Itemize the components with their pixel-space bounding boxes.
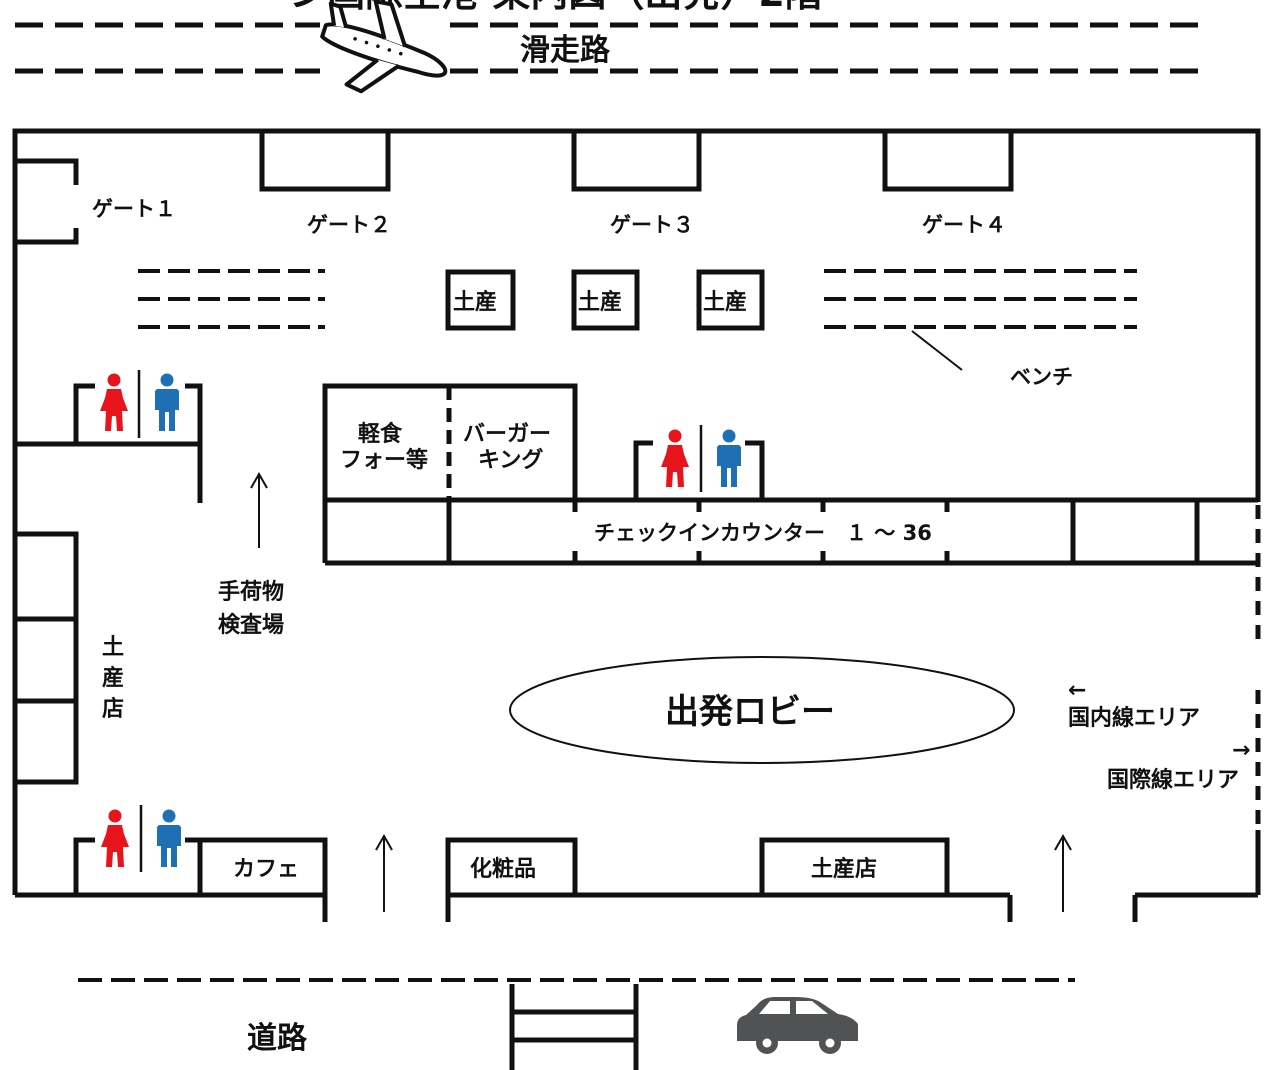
check-in-counters [322,497,1258,566]
female-restroom-icon [661,429,689,487]
check-in-counter-dividers [572,500,950,563]
restroom-middle [633,425,765,500]
male-restroom-icon [717,429,741,487]
crosswalk [509,984,639,1070]
souvenir-shop [759,837,950,895]
gate-1-label: ゲート１ [92,197,176,221]
gate-3-label: ゲート３ [610,213,694,237]
left-shop-char-3: 店 [102,697,124,722]
restroom-upper-left [15,370,203,503]
security-label-line2: 検査場 [218,613,284,638]
left-souvenir-shop [12,531,79,785]
airplane-icon [320,0,448,94]
runway-label: 滑走路 [520,33,611,68]
gate-4-label: ゲート４ [922,213,1006,237]
road-label: 道路 [247,1021,308,1056]
kiosk-2-label: 土産 [578,289,622,315]
building-walls [12,128,1261,922]
domestic-area-label: 国内線エリア [1068,705,1200,731]
left-shop-char-1: 土 [102,635,124,660]
departure-lobby-label: 出発ロビー [665,692,835,732]
burger-label-line2: キング [478,447,543,473]
snack-label-line1: 軽食 [358,421,403,447]
cafe-room [200,837,328,895]
restroom-lower-left [73,805,203,895]
female-restroom-icon [100,373,128,431]
security-label-line1: 手荷物 [218,579,284,605]
male-restroom-icon [155,373,179,431]
car-icon [737,997,858,1054]
male-restroom-icon [157,809,181,867]
gate-2-label: ゲート２ [307,213,391,237]
gate-boarding-bridges [15,131,1014,245]
security-arrow-head [250,471,268,489]
international-area-label: 国際線エリア [1107,767,1239,793]
map-title: ーーン国際空港 東内図（出発）2階 [215,0,823,15]
souvenir-kiosks [445,269,765,331]
snack-label-line2: フォー等 [340,447,428,473]
check-in-label: チェックインカウンター １ ～ 36 [594,521,932,545]
bench-label: ベンチ [1010,365,1073,389]
entrance-arrows [375,833,1072,912]
left-shop-char-2: 産 [102,665,124,691]
kiosk-1-label: 土産 [453,289,497,315]
domestic-arrow: ← [1068,678,1086,703]
burger-label-line1: バーガー [463,422,551,447]
cosmetics-label: 化粧品 [470,856,536,882]
female-restroom-icon [101,809,129,867]
international-arrow: → [1232,738,1250,763]
souvenir-shop-label: 土産店 [811,856,877,882]
cosmetics-shop [445,837,578,895]
runway [15,22,1198,74]
benches [138,269,1137,329]
departure-lobby [509,656,1015,764]
bench-pointer [911,330,963,371]
kiosk-3-label: 土産 [703,289,747,315]
cafe-label: カフェ [233,857,299,882]
